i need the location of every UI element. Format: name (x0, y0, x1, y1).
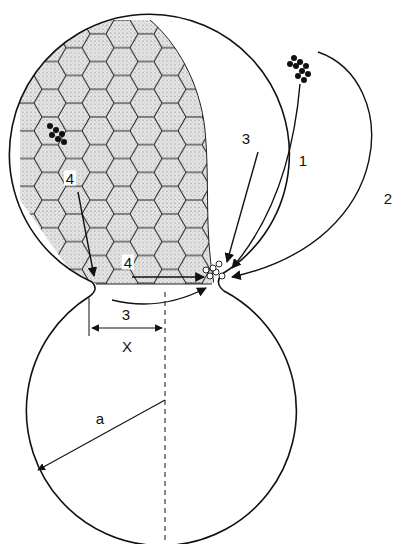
mechanism-number: 1 (297, 153, 309, 168)
mechanism-number: 3 (240, 131, 252, 146)
dimension-line (92, 327, 162, 328)
deposited-atoms (203, 261, 225, 279)
mechanism-number: 3 (120, 307, 132, 322)
dimension-label: X (120, 339, 134, 354)
transport-arrow (78, 52, 372, 304)
mechanism-number: 4 (64, 171, 76, 186)
axis-line (165, 292, 166, 544)
grain-region (0, 0, 300, 300)
radius-line (38, 400, 165, 470)
particle-outline (9, 14, 296, 544)
atom-cluster (287, 55, 311, 83)
dimension-label: a (94, 411, 106, 426)
atom-cluster (47, 123, 67, 145)
mechanism-number: 2 (382, 191, 394, 206)
neck-plane (96, 284, 212, 285)
extension-line (89, 298, 90, 336)
mechanism-number: 4 (122, 255, 134, 270)
grain-front (150, 20, 214, 284)
